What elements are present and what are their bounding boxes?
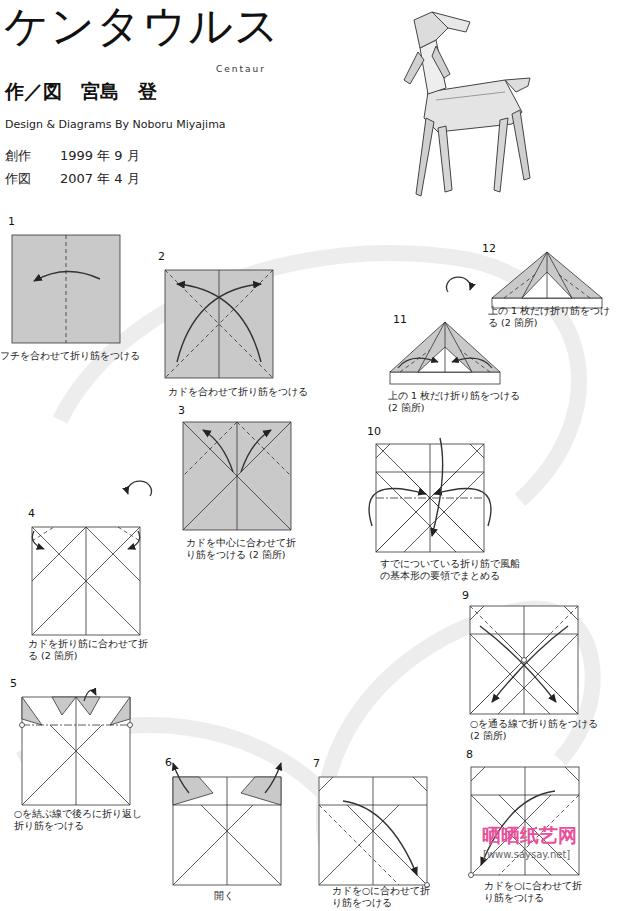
step-caption: カドを○に合わせて折り筋をつける (484, 880, 584, 904)
step-caption: フチを合わせて折り筋をつける (0, 350, 160, 362)
date-label: 作図 (5, 171, 31, 187)
step-number: 7 (313, 757, 320, 771)
step-caption: 上の 1 枚だけ折り筋をつける (2 箇所) (388, 390, 528, 414)
watermark-url: [www.saysay.net] (483, 849, 570, 862)
step-number: 12 (482, 242, 496, 256)
step-caption: ○を結ぶ線で後ろに折り返し折り筋をつける (14, 808, 150, 832)
step-caption: カドを折り筋に合わせて折る (2 箇所) (28, 638, 148, 662)
date-value: 2007 年 4 月 (60, 171, 140, 187)
step-caption: ○を通る線で折り筋をつける (2 箇所) (470, 718, 606, 742)
date-value: 1999 年 9 月 (60, 148, 140, 164)
title: ケンタウルス (4, 2, 280, 50)
date-label: 創作 (5, 148, 31, 164)
step-caption: すでについている折り筋で風船の基本形の要領でまとめる (380, 558, 520, 582)
step-caption: 開く (214, 890, 234, 902)
step-number: 1 (8, 215, 15, 229)
credit-english: Design & Diagrams By Noboru Miyajima (5, 118, 226, 132)
step-caption: 上の 1 枚だけ折り筋をつける (2 箇所) (488, 305, 613, 329)
step-number: 11 (393, 313, 407, 327)
watermark: 晒晒纸艺网 (482, 824, 577, 848)
step-number: 9 (462, 589, 469, 603)
step-number: 2 (158, 250, 165, 264)
subtitle: Centaur (216, 64, 266, 75)
step-caption: カドを○に合わせて折り筋をつける (332, 885, 432, 909)
step-number: 8 (466, 748, 473, 762)
step-caption: カドを中心に合わせて折り筋をつける (2 箇所) (186, 537, 302, 561)
step-number: 4 (28, 507, 35, 521)
step-number: 6 (165, 756, 172, 770)
step-caption: カドを合わせて折り筋をつける (168, 386, 328, 398)
step-number: 5 (10, 677, 17, 691)
centaur-figure (404, 12, 530, 196)
fold-steps (12, 235, 602, 888)
step-number: 3 (178, 404, 185, 418)
author-credit: 作／図 宮島 登 (5, 80, 157, 104)
step-number: 10 (367, 425, 381, 439)
